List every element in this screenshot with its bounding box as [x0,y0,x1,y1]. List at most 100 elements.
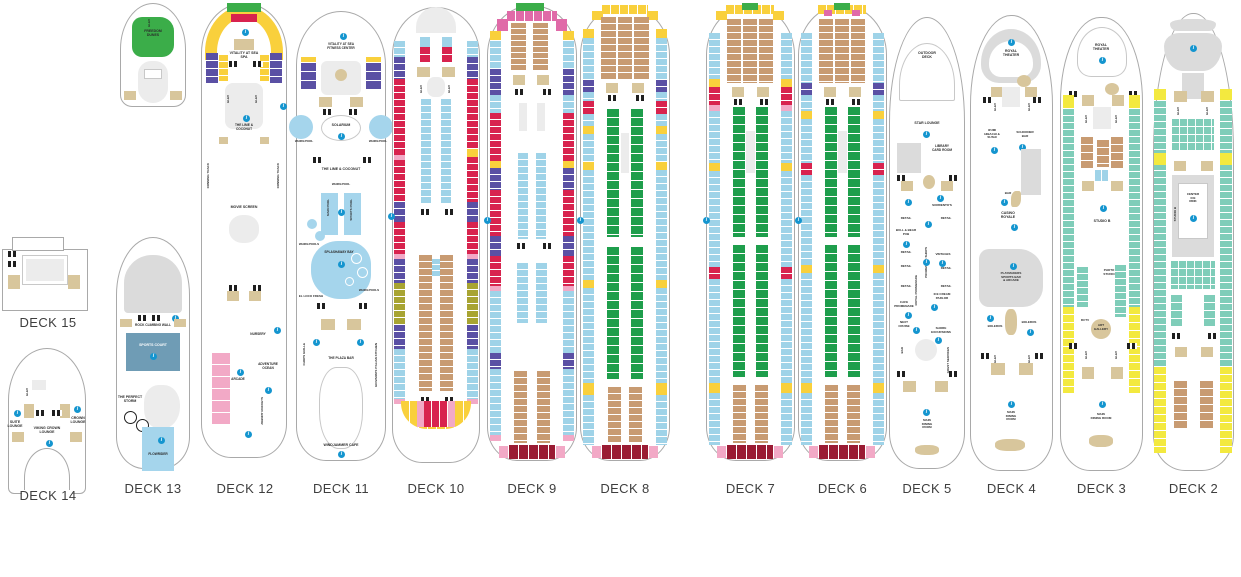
info-icon[interactable]: i [931,304,938,311]
info-icon[interactable]: i [1019,144,1026,151]
info-icon[interactable]: i [172,315,179,322]
info-icon[interactable]: i [795,217,802,224]
venue-label: CAFE PROMENADE [894,300,914,308]
info-icon[interactable]: i [237,369,244,376]
cabin-block [781,111,792,163]
info-icon[interactable]: i [935,337,942,344]
info-icon[interactable]: i [338,209,345,216]
info-icon[interactable]: i [338,451,345,458]
info-icon[interactable]: i [388,213,395,220]
info-icon[interactable]: i [265,387,272,394]
structure [490,31,501,40]
structure [124,411,137,424]
info-icon[interactable]: i [1099,57,1106,64]
stairs-icon [1127,343,1137,349]
info-icon[interactable]: i [703,217,710,224]
cabin-block [518,153,528,239]
info-icon[interactable]: i [1190,45,1197,52]
info-icon[interactable]: i [484,217,491,224]
structure [32,380,46,390]
info-icon[interactable]: i [14,410,21,417]
cabin-block [781,33,792,79]
info-icon[interactable]: i [937,195,944,202]
cabin-block [801,119,812,163]
stairs-icon [1035,353,1045,359]
structure [1154,89,1166,100]
info-icon[interactable]: i [1001,199,1008,206]
info-icon[interactable]: i [338,133,345,140]
info-icon[interactable]: i [1100,205,1107,212]
info-icon[interactable]: i [158,437,165,444]
info-icon[interactable]: i [74,406,81,413]
stairs-icon [152,315,162,321]
structure [1011,191,1021,207]
structure [467,254,478,259]
info-icon[interactable]: i [1190,215,1197,222]
structure [144,385,180,429]
deck-15: DECK 15 [2,237,94,577]
info-icon[interactable]: i [1008,401,1015,408]
structure [709,79,720,87]
info-icon[interactable]: i [913,327,920,334]
info-icon[interactable]: i [987,315,994,322]
info-icon[interactable]: i [274,327,281,334]
info-icon[interactable]: i [923,409,930,416]
venue-label: ELEV [1084,115,1088,123]
structure [513,75,525,85]
stairs-icon [445,397,455,403]
structure [537,103,545,131]
info-icon[interactable]: i [340,33,347,40]
structure [923,175,935,189]
info-icon[interactable]: i [1011,224,1018,231]
deck-label: DECK 13 [124,481,182,496]
structure [583,162,594,170]
info-icon[interactable]: i [923,259,930,266]
info-icon[interactable]: i [242,29,249,36]
info-icon[interactable]: i [338,261,345,268]
cabin-block [873,119,884,163]
info-icon[interactable]: i [939,260,946,267]
cabin-block [1172,119,1214,151]
info-icon[interactable]: i [150,353,157,360]
venue-label: SOLARIUM [331,123,351,127]
info-icon[interactable]: i [905,312,912,319]
info-icon[interactable]: i [313,339,320,346]
structure [563,31,574,40]
structure [1111,181,1123,191]
stairs-icon [363,157,373,163]
cabin-block [656,134,667,162]
venue-label: RETAIL [900,250,912,254]
venue-label: THE PERFECT STORM [117,395,143,404]
stairs-icon [760,99,770,105]
structure [647,11,658,20]
info-icon[interactable]: i [243,115,250,122]
info-icon[interactable]: i [903,241,910,248]
cabin-block [511,23,526,71]
cabin-block [1171,295,1182,327]
cabin-block [442,47,452,63]
cabin-block [490,291,501,353]
info-icon[interactable]: i [280,103,287,110]
cabin-block [1081,137,1093,169]
cabin-block [656,38,667,80]
info-icon[interactable]: i [925,221,932,228]
info-icon[interactable]: i [46,440,53,447]
info-icon[interactable]: i [1010,263,1017,270]
info-icon[interactable]: i [1008,39,1015,46]
venue-label: MAIN POOL [326,199,330,216]
info-icon[interactable]: i [245,431,252,438]
info-icon[interactable]: i [905,199,912,206]
info-icon[interactable]: i [1099,401,1106,408]
cabin-block [801,33,812,83]
info-icon[interactable]: i [577,217,584,224]
info-icon[interactable]: i [1027,329,1034,336]
cabin-block [1063,307,1074,393]
info-icon[interactable]: i [357,339,364,346]
info-icon[interactable]: i [991,147,998,154]
info-icon[interactable]: i [923,131,930,138]
cabin-block [873,273,884,383]
structure [442,37,452,47]
venue-label: RETAIL [900,216,912,220]
